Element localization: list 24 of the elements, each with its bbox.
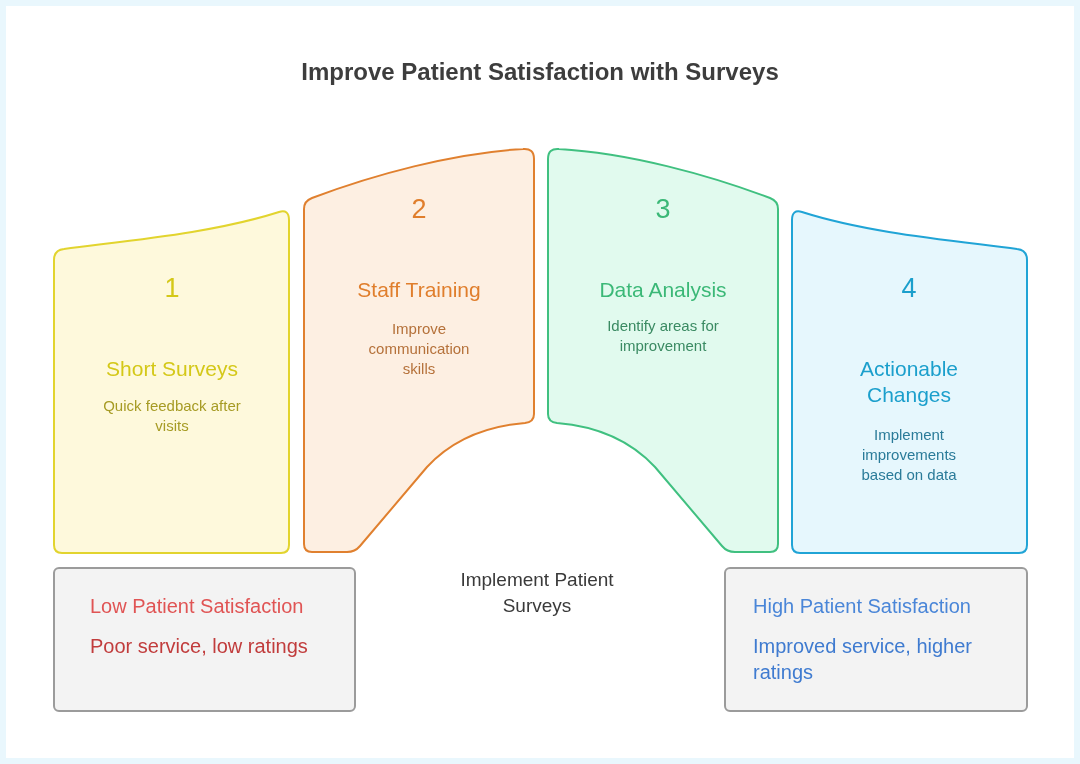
step-title: Actionable Changes — [858, 356, 960, 408]
pillar-panel — [303, 147, 535, 554]
outcome-title: High Patient Satisfaction — [753, 594, 971, 619]
step-description: Improve communication skills — [367, 319, 471, 379]
step-number: 3 — [655, 194, 671, 224]
step-title: Data Analysis — [599, 277, 727, 303]
center-label: Implement Patient Surveys — [459, 568, 615, 618]
step-description: Quick feedback after visits — [102, 396, 242, 436]
outcome-box — [53, 567, 356, 712]
outcome-box — [724, 567, 1028, 712]
pillar-panel — [53, 209, 291, 555]
outcome-description: Improved service, higher ratings — [753, 634, 973, 685]
pillar-panel — [547, 147, 779, 554]
step-number: 4 — [901, 273, 917, 303]
outcome-description: Poor service, low ratings — [90, 634, 308, 659]
pillar-panel — [790, 209, 1028, 555]
step-number: 1 — [164, 273, 180, 303]
outcome-title: Low Patient Satisfaction — [90, 594, 304, 619]
step-description: Implement improvements based on data — [860, 425, 958, 485]
step-title: Short Surveys — [106, 356, 238, 382]
step-description: Identify areas for improvement — [606, 316, 720, 356]
diagram-title: Improve Patient Satisfaction with Surveys — [301, 57, 779, 87]
step-number: 2 — [411, 194, 427, 224]
step-title: Staff Training — [357, 277, 481, 303]
